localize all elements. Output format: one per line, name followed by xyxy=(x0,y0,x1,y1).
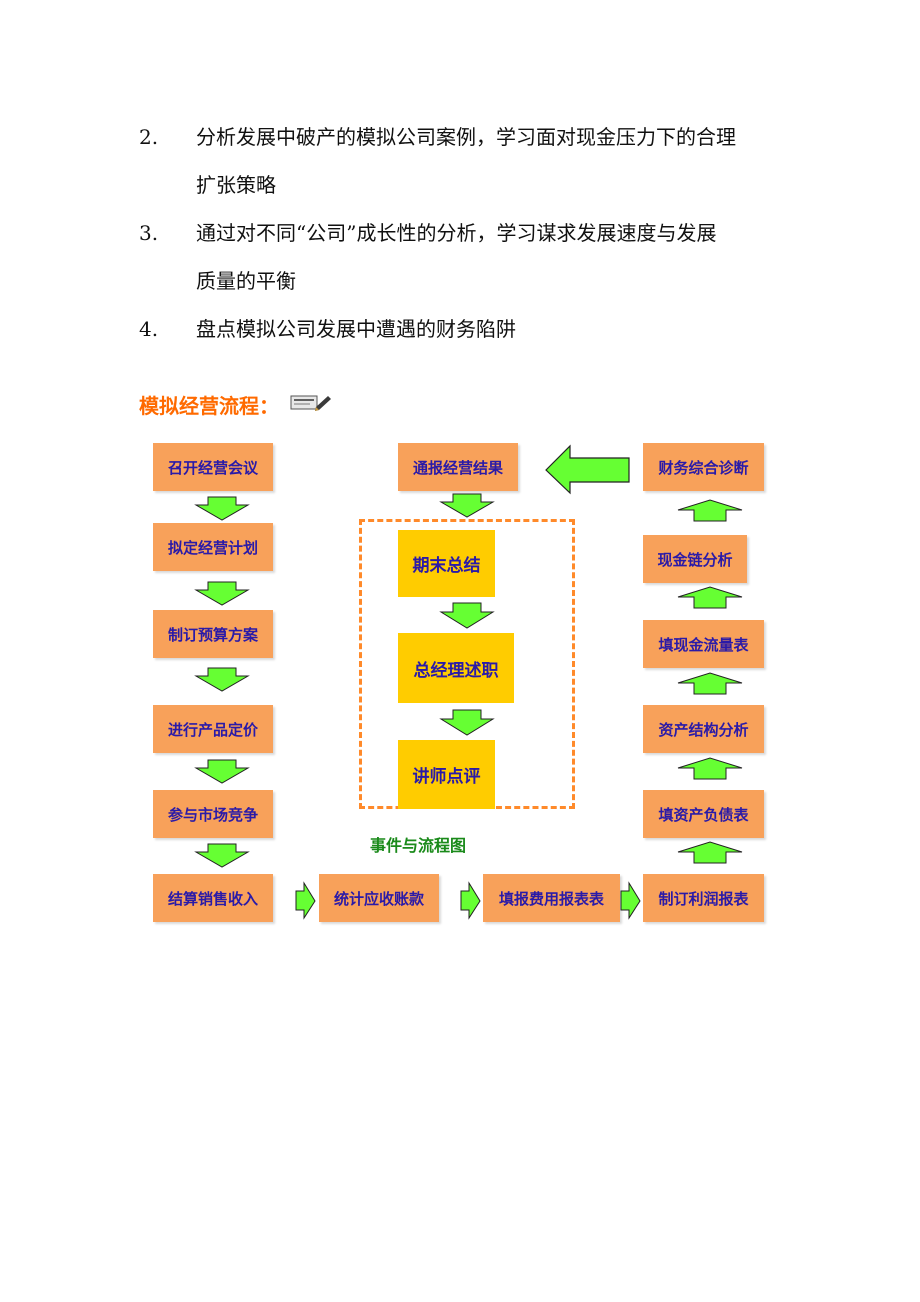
list-text-line1: 盘点模拟公司发展中遭遇的财务陷阱 xyxy=(196,317,516,341)
diagram-caption: 事件与流程图 xyxy=(370,836,467,855)
list-text-line2: 扩张策略 xyxy=(196,173,276,197)
arrow-up-icon xyxy=(677,841,743,864)
flow-box-draft-plan: 拟定经营计划 xyxy=(153,523,273,571)
pencil-paper-icon xyxy=(290,395,331,411)
flow-box-financial-diagnosis: 财务综合诊断 xyxy=(643,443,764,491)
flow-box-balance-sheet: 填资产负债表 xyxy=(643,790,764,838)
flow-box-cash-chain: 现金链分析 xyxy=(643,535,747,583)
arrow-up-icon xyxy=(677,499,743,522)
flow-box-period-summary: 期末总结 xyxy=(398,530,495,597)
list-text-line1: 分析发展中破产的模拟公司案例，学习面对现金压力下的合理 xyxy=(196,125,736,149)
arrow-down-icon xyxy=(439,602,495,629)
flow-box-settle-sales: 结算销售收入 xyxy=(153,874,273,922)
list-number: 2. xyxy=(139,125,159,149)
flow-box-instructor-review: 讲师点评 xyxy=(398,740,495,809)
arrow-up-icon xyxy=(677,586,743,609)
arrow-right-icon xyxy=(460,881,481,920)
arrow-right-icon xyxy=(295,881,316,920)
flow-box-receivables: 统计应收账款 xyxy=(319,874,439,922)
flow-box-product-pricing: 进行产品定价 xyxy=(153,705,273,753)
arrow-down-icon xyxy=(439,709,495,736)
list-text-line1: 通过对不同“公司”成长性的分析，学习谋求发展速度与发展 xyxy=(196,221,717,245)
arrow-down-icon xyxy=(194,843,250,868)
arrow-up-icon xyxy=(677,672,743,695)
arrow-down-icon xyxy=(194,667,250,692)
arrow-down-icon xyxy=(439,493,495,518)
arrow-left-icon xyxy=(545,444,630,495)
arrow-down-icon xyxy=(194,496,250,521)
arrow-down-icon xyxy=(194,581,250,606)
list-number: 4. xyxy=(139,317,159,341)
flow-box-report-results: 通报经营结果 xyxy=(398,443,518,491)
flow-box-expense-report: 填报费用报表表 xyxy=(483,874,620,922)
flow-box-profit-statement: 制订利润报表 xyxy=(643,874,764,922)
flow-box-asset-structure: 资产结构分析 xyxy=(643,705,764,753)
flow-box-convene-meeting: 召开经营会议 xyxy=(153,443,273,491)
flow-box-cash-flow-statement: 填现金流量表 xyxy=(643,620,764,668)
arrow-right-icon xyxy=(620,881,641,920)
arrow-up-icon xyxy=(677,757,743,780)
arrow-down-icon xyxy=(194,759,250,784)
flow-box-budget-plan: 制订预算方案 xyxy=(153,610,273,658)
flow-box-gm-report: 总经理述职 xyxy=(398,633,514,703)
section-title: 模拟经营流程： xyxy=(139,394,279,418)
flow-box-market-competition: 参与市场竞争 xyxy=(153,790,273,838)
list-number: 3. xyxy=(139,221,159,245)
list-text-line2: 质量的平衡 xyxy=(196,269,296,293)
